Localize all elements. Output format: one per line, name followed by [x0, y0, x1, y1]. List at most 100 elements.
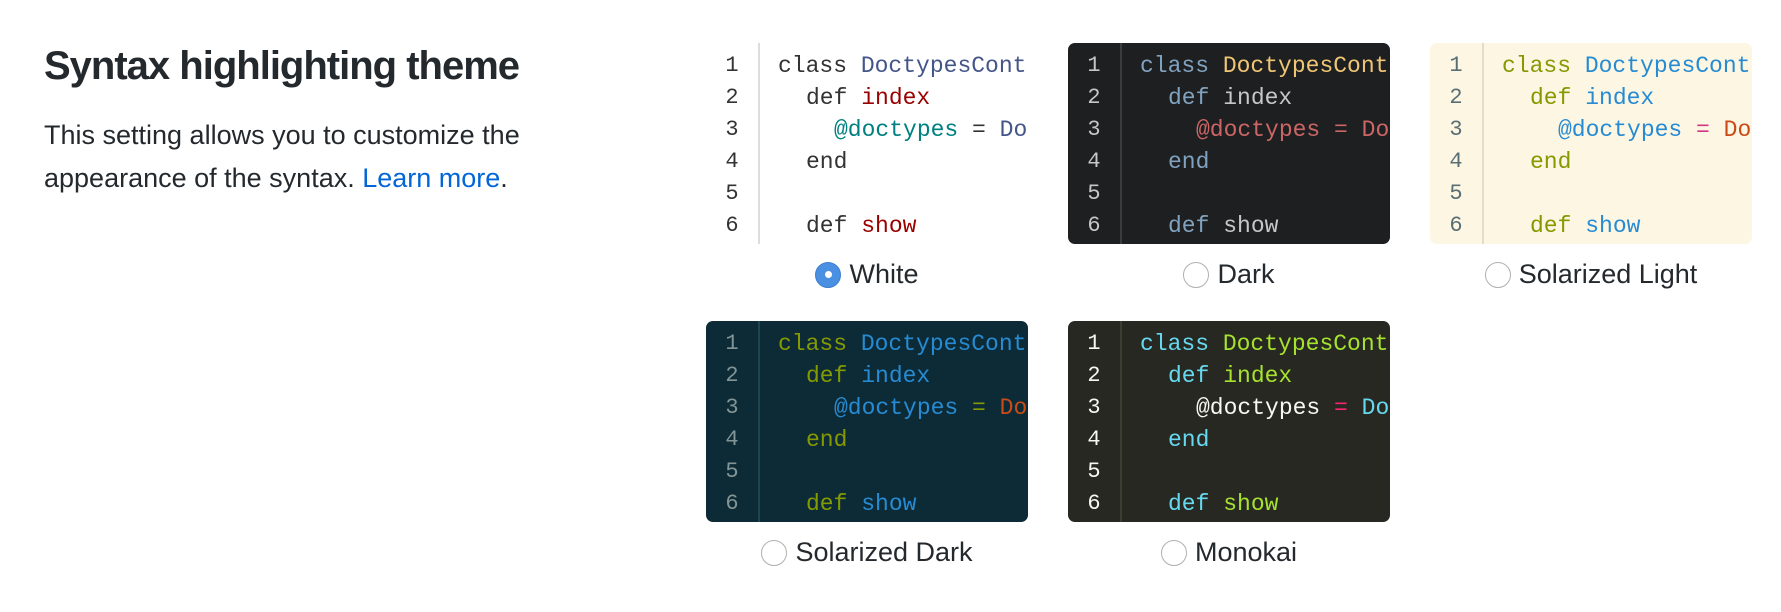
- code-keyword: def: [806, 85, 862, 111]
- theme-preview-solarized-dark[interactable]: 1 2 3 4 5 6 class DoctypesCont def index…: [706, 321, 1028, 522]
- line-number: 6: [725, 491, 739, 516]
- code-end-keyword: end: [806, 427, 848, 453]
- code-constant: Do: [999, 395, 1028, 421]
- code-operator: =: [958, 117, 1000, 143]
- code-constant: Do: [1361, 117, 1390, 143]
- code-keyword: def: [806, 491, 862, 517]
- code-instance-variable: @doctypes: [834, 117, 959, 143]
- code-line-1: class DoctypesCont: [778, 331, 1026, 357]
- code-method-name: index: [861, 85, 931, 111]
- theme-preview-dark[interactable]: 1 2 3 4 5 6 class DoctypesCont def index…: [1068, 43, 1390, 244]
- code-method-name: index: [1223, 85, 1293, 111]
- line-number: 3: [1087, 117, 1101, 142]
- code-line-3: @doctypes = Do: [1196, 117, 1389, 143]
- code-line-6: def show: [806, 213, 916, 239]
- code-method-name: show: [1223, 491, 1279, 517]
- code-line-3: @doctypes = Do: [834, 117, 1027, 143]
- code-method-name: index: [861, 363, 931, 389]
- theme-preview-monokai[interactable]: 1 2 3 4 5 6 class DoctypesCont def index…: [1068, 321, 1390, 522]
- theme-name: Monokai: [1194, 537, 1298, 567]
- code-constant: Do: [1723, 117, 1752, 143]
- code-line-2: def index: [1530, 85, 1654, 111]
- code-line-4: end: [806, 149, 847, 175]
- learn-more-link[interactable]: Learn more: [362, 163, 501, 193]
- line-number: 1: [725, 53, 739, 78]
- theme-option-label[interactable]: White: [706, 259, 1028, 290]
- line-number: 2: [725, 85, 739, 110]
- theme-option-dark[interactable]: 1 2 3 4 5 6 class DoctypesCont def index…: [1068, 43, 1390, 313]
- line-number: 2: [725, 363, 739, 388]
- line-number: 6: [1087, 213, 1101, 238]
- code-instance-variable: @doctypes: [1558, 117, 1683, 143]
- code-line-3: @doctypes = Do: [1196, 395, 1389, 421]
- code-keyword: def: [1168, 85, 1224, 111]
- line-number: 2: [1449, 85, 1463, 110]
- code-class-name: DoctypesCont: [1222, 53, 1389, 79]
- code-line-6: def show: [806, 491, 916, 517]
- line-number: 3: [1087, 395, 1101, 420]
- code-class-name: DoctypesCont: [1584, 53, 1751, 79]
- line-number-gutter: 1 2 3 4 5 6: [706, 43, 760, 244]
- theme-radio-monokai[interactable]: [1160, 539, 1187, 566]
- code-class-name: DoctypesCont: [860, 53, 1027, 79]
- theme-name: Solarized Dark: [795, 537, 973, 567]
- theme-option-solarized-light[interactable]: 1 2 3 4 5 6 class DoctypesCont def index…: [1430, 43, 1752, 313]
- theme-preview-solarized-light[interactable]: 1 2 3 4 5 6 class DoctypesCont def index…: [1430, 43, 1752, 244]
- code-constant: Do: [1361, 395, 1390, 421]
- code-line-4: end: [1168, 427, 1209, 453]
- line-number-gutter: 1 2 3 4 5 6: [1068, 43, 1122, 244]
- line-number: 1: [1087, 53, 1101, 78]
- code-end-keyword: end: [1168, 427, 1210, 453]
- code-keyword: class: [1140, 53, 1223, 79]
- line-number: 4: [725, 149, 739, 174]
- code-keyword: class: [778, 331, 861, 357]
- theme-radio-dark[interactable]: [1183, 261, 1210, 288]
- code-instance-variable: @doctypes: [1196, 395, 1321, 421]
- code-method-name: show: [1585, 213, 1641, 239]
- code-line-2: def index: [1168, 363, 1292, 389]
- code-line-3: @doctypes = Do: [1558, 117, 1751, 143]
- line-number: 1: [1449, 53, 1463, 78]
- code-line-2: def index: [806, 363, 930, 389]
- theme-preview-white[interactable]: 1 2 3 4 5 6 class DoctypesCont def index…: [706, 43, 1028, 244]
- code-method-name: show: [861, 213, 917, 239]
- line-number-gutter: 1 2 3 4 5 6: [1068, 321, 1122, 522]
- theme-option-white[interactable]: 1 2 3 4 5 6 class DoctypesCont def index…: [706, 43, 1028, 313]
- line-number: 6: [725, 213, 739, 238]
- theme-radio-white[interactable]: [815, 261, 842, 288]
- line-number: 5: [1087, 181, 1101, 206]
- line-number: 6: [1087, 491, 1101, 516]
- theme-option-monokai[interactable]: 1 2 3 4 5 6 class DoctypesCont def index…: [1068, 321, 1390, 591]
- description-period: .: [500, 163, 508, 193]
- theme-option-solarized-dark[interactable]: 1 2 3 4 5 6 class DoctypesCont def index…: [706, 321, 1028, 591]
- line-number: 1: [725, 331, 739, 356]
- code-operator: =: [958, 395, 1000, 421]
- code-class-name: DoctypesCont: [1222, 331, 1389, 357]
- line-number: 5: [1087, 459, 1101, 484]
- theme-option-label[interactable]: Solarized Dark: [706, 537, 1028, 568]
- theme-option-label[interactable]: Dark: [1068, 259, 1390, 290]
- theme-radio-solarized-dark[interactable]: [761, 539, 788, 566]
- line-number: 6: [1449, 213, 1463, 238]
- code-method-name: index: [1585, 85, 1655, 111]
- code-keyword: def: [1168, 491, 1224, 517]
- code-keyword: def: [806, 213, 862, 239]
- theme-name: White: [849, 259, 919, 289]
- line-number: 4: [1449, 149, 1463, 174]
- line-number: 3: [725, 395, 739, 420]
- code-method-name: index: [1223, 363, 1293, 389]
- theme-radio-solarized-light[interactable]: [1484, 261, 1511, 288]
- theme-option-label[interactable]: Solarized Light: [1430, 259, 1752, 290]
- code-line-1: class DoctypesCont: [1140, 53, 1388, 79]
- line-number: 4: [1087, 427, 1101, 452]
- code-line-4: end: [806, 427, 847, 453]
- section-description: This setting allows you to customize the…: [44, 114, 604, 200]
- code-keyword: def: [1168, 213, 1224, 239]
- theme-option-label[interactable]: Monokai: [1068, 537, 1390, 568]
- section-title: Syntax highlighting theme: [44, 44, 520, 88]
- code-instance-variable: @doctypes: [834, 395, 959, 421]
- code-line-1: class DoctypesCont: [1140, 331, 1388, 357]
- code-operator: =: [1320, 395, 1362, 421]
- code-line-1: class DoctypesCont: [1502, 53, 1750, 79]
- line-number-gutter: 1 2 3 4 5 6: [706, 321, 760, 522]
